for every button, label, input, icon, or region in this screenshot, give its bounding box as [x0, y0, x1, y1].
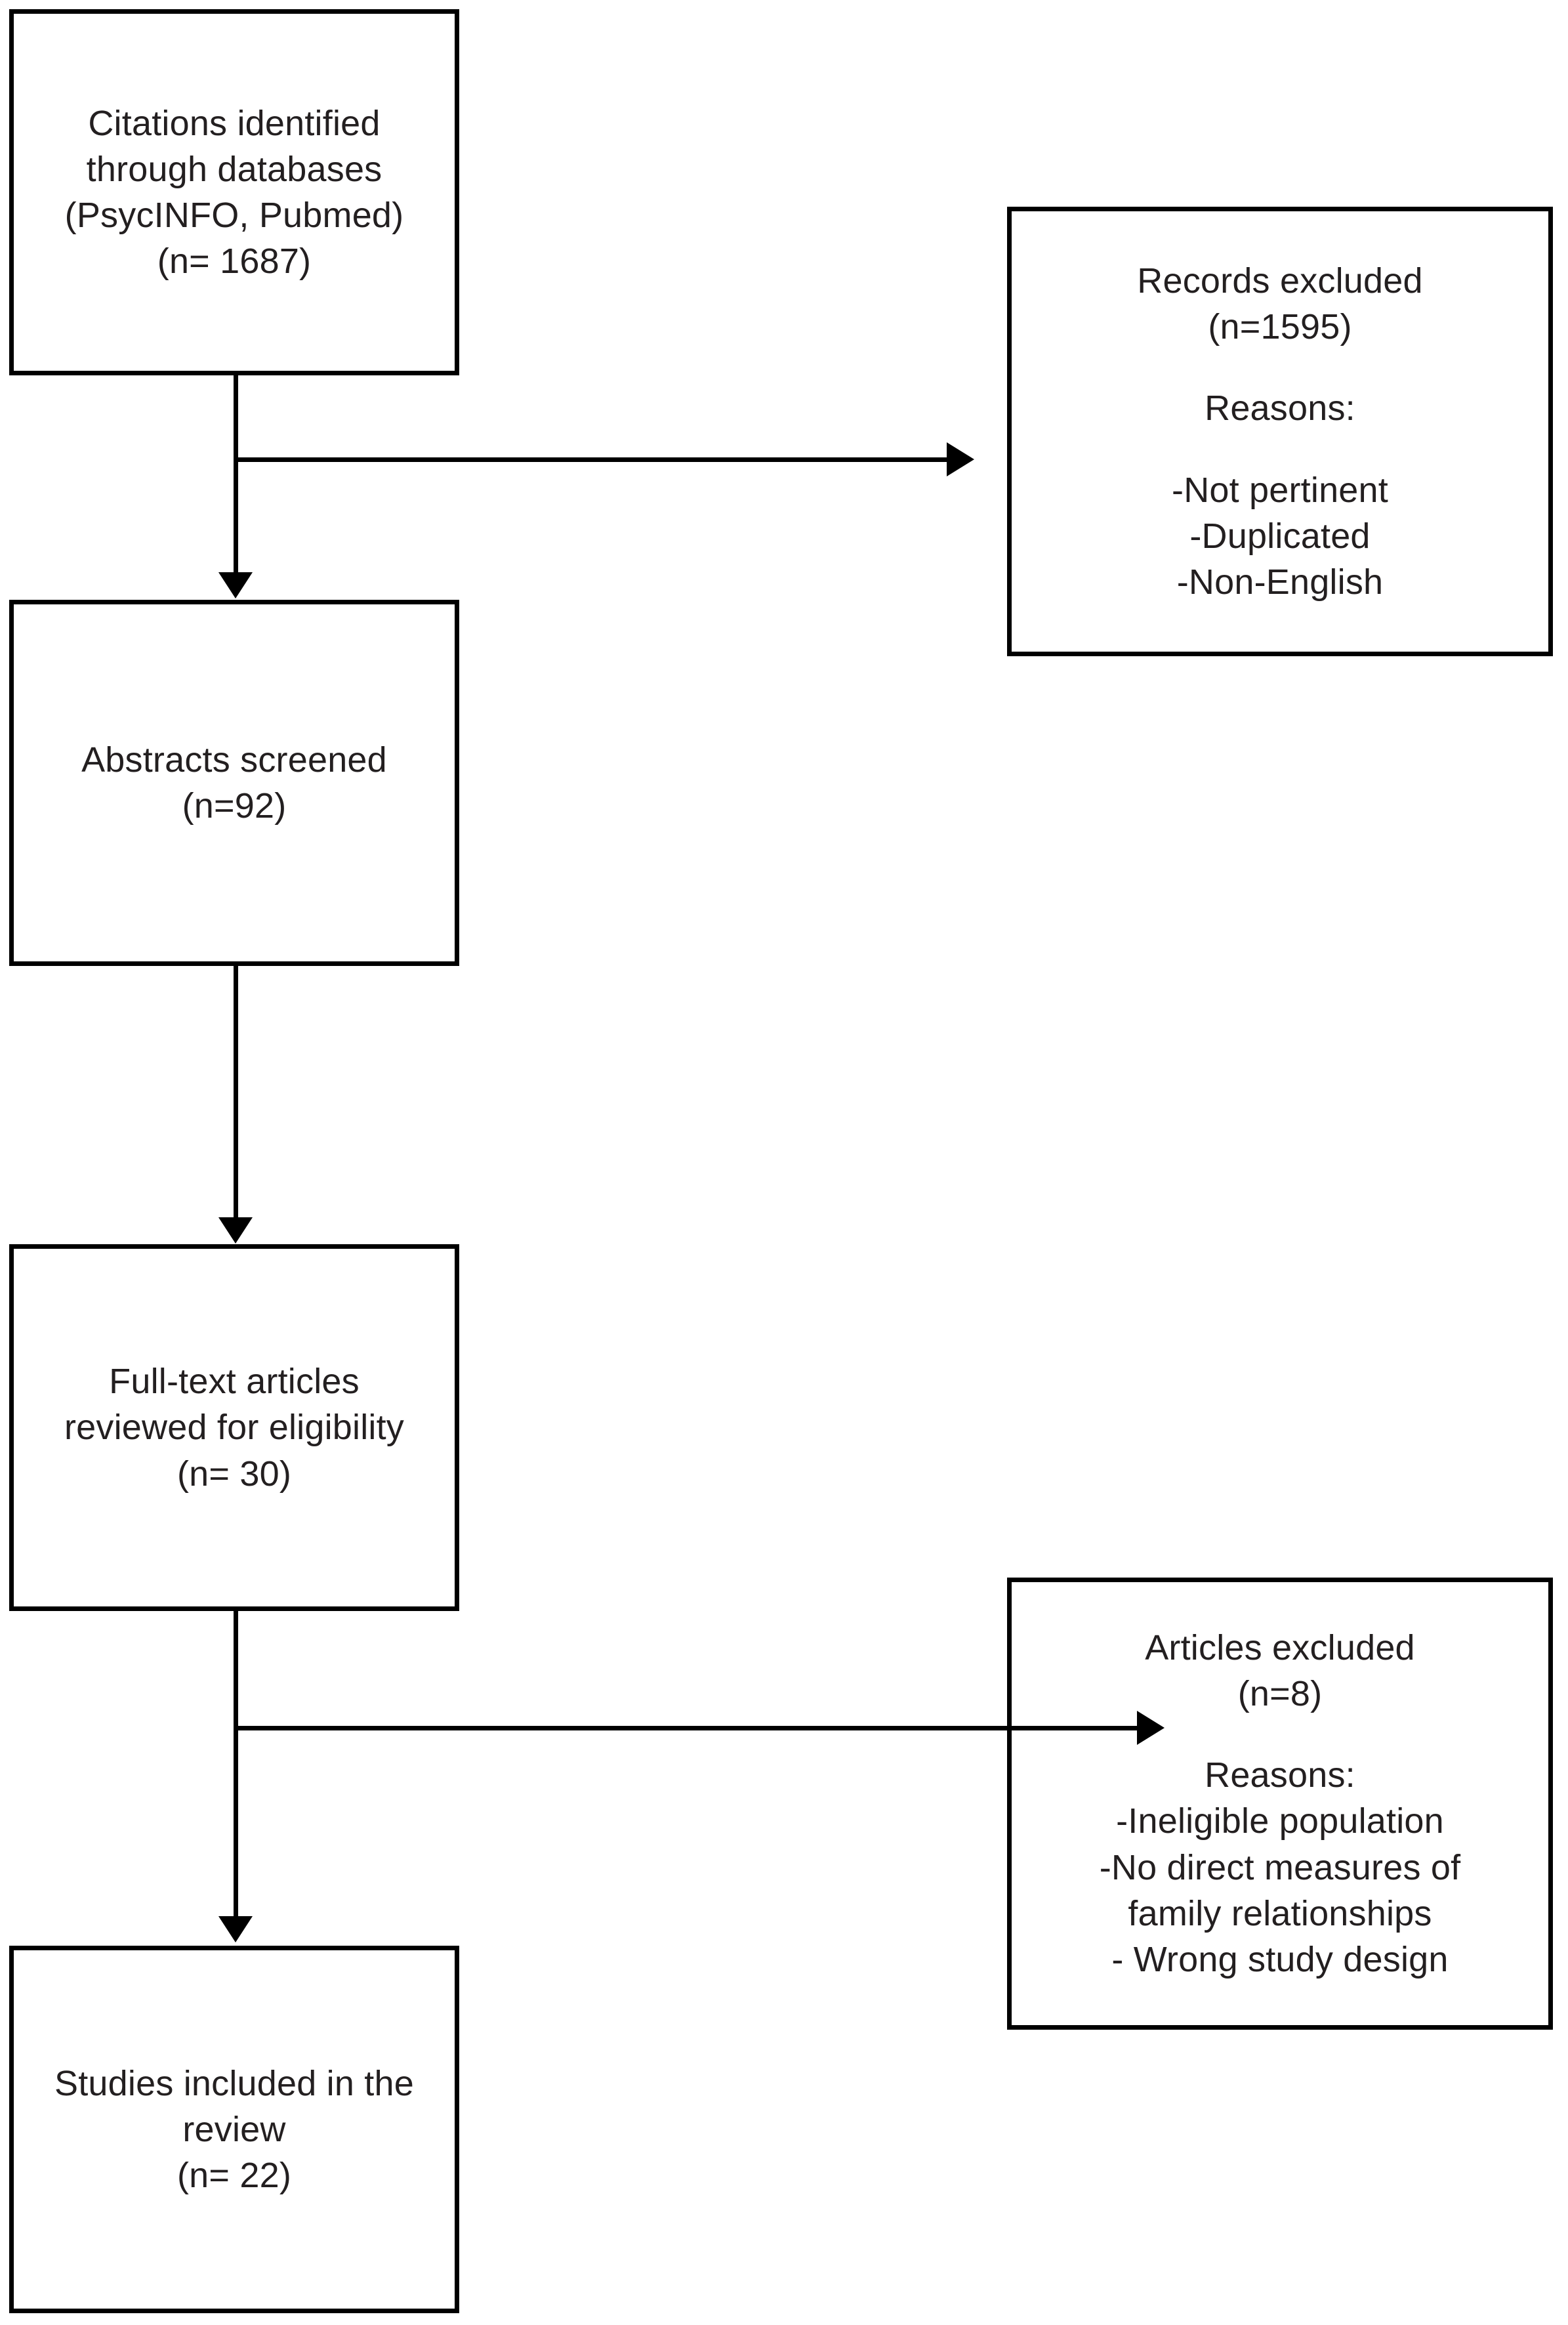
citations-identified-line1: Citations identified	[88, 103, 381, 143]
records-excluded-title: Records excluded	[1137, 261, 1423, 301]
connector-screening-to-eligibility-arrowhead	[218, 1217, 253, 1244]
articles-excluded-reason-4: - Wrong study design	[1111, 1939, 1449, 1979]
records-excluded-reasons-heading: Reasons:	[1205, 388, 1355, 429]
articles-excluded-title: Articles excluded	[1145, 1627, 1415, 1667]
articles-excluded-reason-1: -Ineligible population	[1116, 1801, 1444, 1841]
connector-identification-to-screening-arrowhead	[218, 572, 253, 598]
connector-identification-to-screening-line	[234, 375, 238, 576]
studies-included-count: (n= 22)	[177, 2156, 291, 2196]
fulltext-reviewed-line1: Full-text articles	[109, 1362, 360, 1402]
citations-identified-line2: through databases	[86, 149, 382, 189]
studies-included-line1: Studies included in the	[54, 2063, 414, 2103]
abstracts-screened-line1: Abstracts screened	[81, 740, 387, 780]
records-excluded-reason-1: -Not pertinent	[1172, 470, 1388, 510]
box-abstracts-screened: Abstracts screened (n=92)	[9, 600, 459, 966]
box-studies-included: Studies included in the review (n= 22)	[9, 1946, 459, 2313]
connector-identification-to-records-excluded-arrowhead	[947, 442, 974, 476]
records-excluded-reason-2: -Duplicated	[1189, 516, 1371, 556]
box-articles-excluded: Articles excluded (n=8) Reasons: -Inelig…	[1007, 1578, 1553, 2030]
connector-screening-to-eligibility-line	[234, 966, 238, 1221]
connector-eligibility-to-articles-excluded-line	[236, 1726, 1138, 1730]
connector-eligibility-to-included-line	[234, 1611, 238, 1919]
articles-excluded-reasons-heading: Reasons:	[1205, 1755, 1355, 1795]
articles-excluded-reason-2: -No direct measures of	[1099, 1847, 1461, 1887]
articles-excluded-reason-3: family relationships	[1128, 1893, 1432, 1933]
fulltext-reviewed-count: (n= 30)	[177, 1454, 291, 1494]
studies-included-line2: review	[182, 2109, 286, 2149]
connector-eligibility-to-articles-excluded-arrowhead	[1137, 1711, 1165, 1745]
connector-identification-to-records-excluded-line	[236, 457, 948, 462]
citations-identified-line3: (PsycINFO, Pubmed)	[64, 196, 404, 235]
fulltext-reviewed-line2: reviewed for eligibility	[64, 1408, 404, 1448]
citations-identified-count: (n= 1687)	[157, 241, 312, 282]
connector-eligibility-to-included-arrowhead	[218, 1916, 253, 1942]
box-citations-identified: Citations identified through databases (…	[9, 9, 459, 375]
records-excluded-count: (n=1595)	[1208, 307, 1352, 347]
records-excluded-reason-3: -Non-English	[1176, 562, 1384, 602]
box-fulltext-reviewed: Full-text articles reviewed for eligibil…	[9, 1244, 459, 1611]
articles-excluded-count: (n=8)	[1237, 1674, 1323, 1714]
box-records-excluded: Records excluded (n=1595) Reasons: -Not …	[1007, 207, 1553, 656]
abstracts-screened-count: (n=92)	[182, 786, 287, 826]
